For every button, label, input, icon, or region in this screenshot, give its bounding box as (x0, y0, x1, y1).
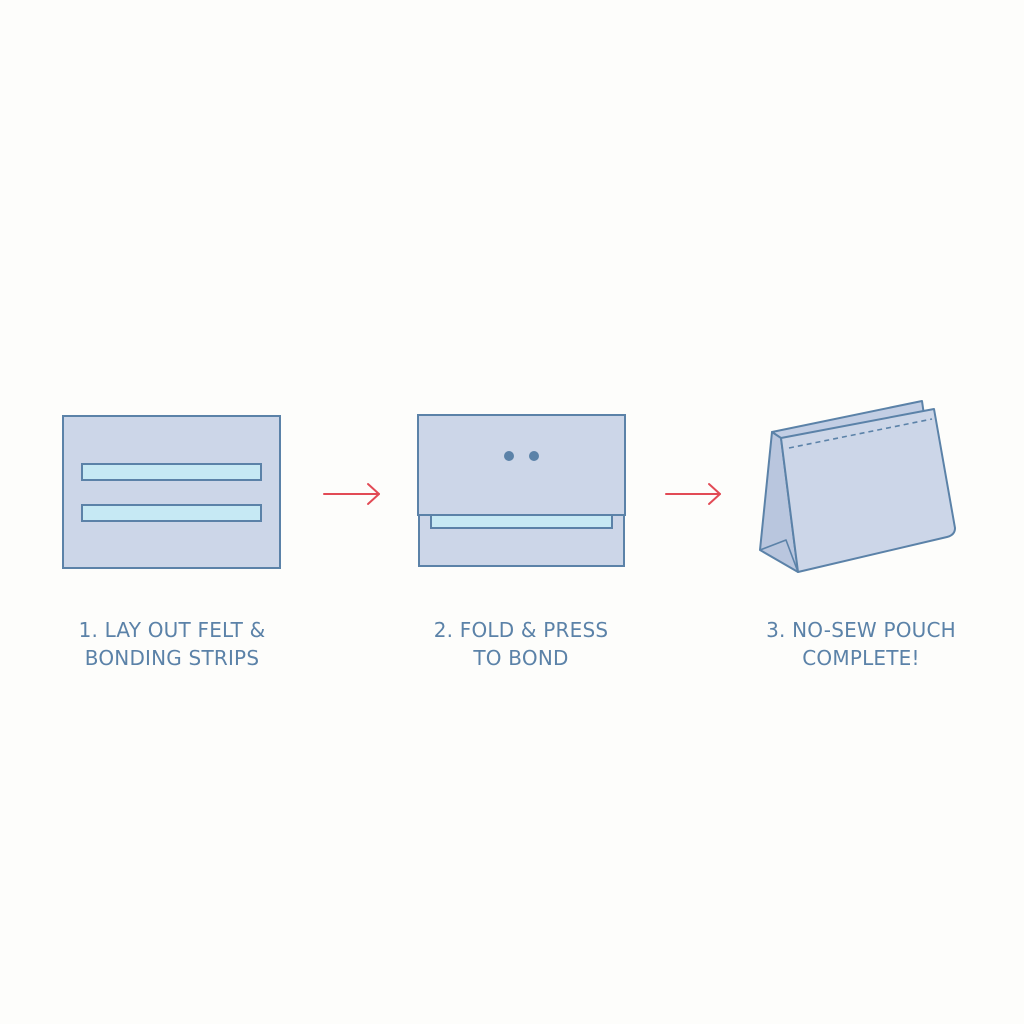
step-1-caption-line-1: 1. LAY OUT FELT & (78, 618, 266, 642)
felt-sheet-with-bonding-strips-icon (62, 415, 281, 569)
arrow-right-icon (323, 483, 380, 505)
step-1-caption-line-2: BONDING STRIPS (84, 646, 260, 670)
pouch-gusset-fold (759, 539, 799, 573)
step-3-caption-line-2: COMPLETE! (802, 646, 920, 670)
finished-pouch-icon (759, 400, 956, 573)
press-dot-left (504, 451, 514, 461)
press-dot-right (529, 451, 539, 461)
folded-felt-pressed-icon (417, 414, 626, 567)
felt-sheet (62, 415, 281, 569)
felt-folded-flap (417, 414, 626, 516)
bonding-strip-top (81, 463, 262, 481)
pouch-front-panel (780, 408, 956, 573)
step-3-caption: 3. NO-SEW POUCH COMPLETE! (731, 616, 991, 672)
step-2-caption-line-1: 2. FOLD & PRESS (433, 618, 609, 642)
bonding-strip-bottom (81, 504, 262, 522)
step-1-caption: 1. LAY OUT FELT & BONDING STRIPS (42, 616, 302, 672)
step-2-caption: 2. FOLD & PRESS TO BOND (391, 616, 651, 672)
pouch-bonded-seam (788, 418, 933, 449)
step-3-caption-line-1: 3. NO-SEW POUCH (766, 618, 956, 642)
step-2-caption-line-2: TO BOND (473, 646, 569, 670)
bonding-strip-visible (430, 513, 613, 529)
arrow-right-icon (665, 483, 721, 505)
